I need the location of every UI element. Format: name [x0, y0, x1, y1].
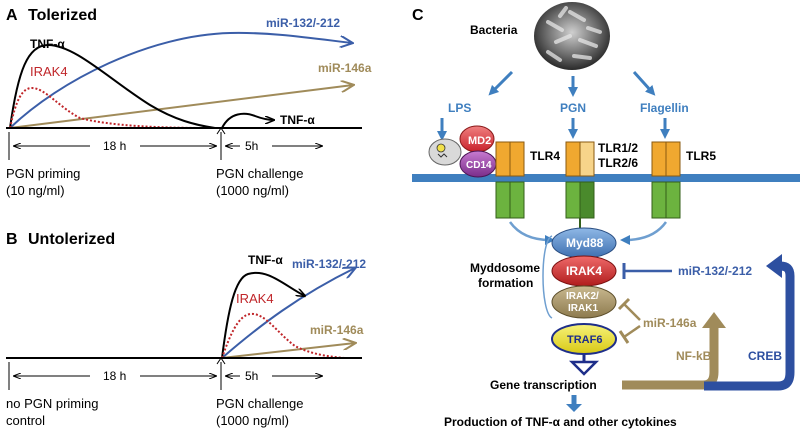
myd88-label: Myd88	[566, 236, 604, 250]
irak4-label: IRAK4	[566, 264, 602, 278]
a-challenge-label-1: PGN challenge	[216, 166, 303, 181]
a-label-tnf-challenge: TNF-α	[280, 113, 315, 127]
tlr4-receptor	[495, 141, 525, 219]
tlr12-label-2: TLR2/6	[598, 156, 638, 170]
b-irak4-curve	[221, 312, 346, 359]
panel-c-letter: C	[412, 7, 424, 24]
traf6-label: TRAF6	[567, 334, 602, 346]
ligand-flagellin: Flagellin	[640, 101, 689, 115]
b-priming-label-1: no PGN priming	[6, 396, 98, 411]
a-challenge-label-2: (1000 ng/ml)	[216, 183, 289, 198]
lps-complex: MD2 CD14	[428, 125, 497, 178]
ligand-pgn: PGN	[560, 101, 586, 115]
cell-membrane	[412, 174, 800, 182]
tlr12-receptor	[565, 141, 595, 219]
bacteria-image	[534, 2, 610, 70]
panel-a-letter: A	[6, 7, 18, 24]
panel-c: C Bacteria LPS PGN Flagellin	[412, 2, 800, 429]
bacteria-label: Bacteria	[470, 23, 518, 37]
b-label-tnf: TNF-α	[248, 253, 283, 267]
irak21-label-1: IRAK2/	[566, 291, 599, 302]
tlr12-label-1: TLR1/2	[598, 141, 638, 155]
a-tnf-challenge-curve	[221, 112, 274, 129]
mir132-label: miR-132/-212	[678, 264, 752, 278]
b-challenge-label-2: (1000 ng/ml)	[216, 413, 289, 428]
a-mir132-curve	[9, 31, 352, 129]
irak21-label-2: IRAK1	[568, 303, 598, 314]
a-label-mir146: miR-146a	[318, 61, 372, 75]
a-interval-18h: 18 h	[103, 139, 126, 153]
tlr5-label: TLR5	[686, 149, 716, 163]
b-label-mir146: miR-146a	[310, 323, 364, 337]
creb-pathway	[704, 261, 795, 391]
gene-transcription-label: Gene transcription	[490, 378, 597, 392]
a-label-mir132: miR-132/-212	[266, 16, 340, 30]
a-label-irak4: IRAK4	[30, 64, 68, 79]
panel-b-letter: B	[6, 231, 18, 248]
md2-label: MD2	[468, 135, 491, 147]
arrow-to-lps	[488, 70, 514, 96]
myddosome-label-2: formation	[478, 276, 533, 290]
b-interval-18h: 18 h	[103, 369, 126, 383]
a-interval-5h: 5h	[245, 139, 258, 153]
cd14-label: CD14	[466, 160, 492, 171]
a-tnf-curve	[9, 43, 216, 129]
b-priming-label-2: control	[6, 413, 45, 428]
panel-b-title: Untolerized	[28, 231, 115, 248]
irak21-protein	[551, 285, 617, 319]
production-label: Production of TNF-α and other cytokines	[444, 415, 677, 429]
panel-b: B Untolerized TNF-α IRAK4 miR-132/-212 m…	[6, 231, 366, 428]
b-challenge-label-1: PGN challenge	[216, 396, 303, 411]
mir146-label: miR-146a	[643, 316, 697, 330]
arrow-tlr4-myd88	[508, 221, 555, 245]
transcription-to-production-arrow	[566, 404, 582, 412]
myddosome-label-1: Myddosome	[470, 261, 540, 275]
arrow-tlr5-myd88	[620, 221, 668, 245]
a-priming-label-1: PGN priming	[6, 166, 80, 181]
creb-label: CREB	[748, 349, 782, 363]
b-tnf-curve	[221, 271, 305, 359]
b-mir132-curve	[221, 268, 355, 359]
ligand-lps: LPS	[448, 101, 471, 115]
arrow-to-flagellin	[632, 70, 656, 96]
b-mir146-curve	[221, 343, 355, 359]
b-interval-5h: 5h	[245, 369, 258, 383]
panel-a-title: Tolerized	[28, 7, 97, 24]
panel-a: A Tolerized TNF-α IRAK4 miR-132/-212 miR…	[6, 7, 372, 198]
a-irak4-curve	[9, 86, 211, 129]
a-mir146-curve	[9, 85, 353, 129]
myddosome-bracket	[542, 235, 553, 319]
a-priming-label-2: (10 ng/ml)	[6, 183, 65, 198]
tlr5-receptor	[651, 141, 681, 219]
traf6-down-arrow	[568, 360, 600, 376]
b-label-mir132: miR-132/-212	[292, 257, 366, 271]
b-label-irak4: IRAK4	[236, 291, 274, 306]
a-label-tnf: TNF-α	[30, 37, 65, 51]
tlr4-label: TLR4	[530, 149, 560, 163]
nfkb-label: NF-kB	[676, 349, 712, 363]
